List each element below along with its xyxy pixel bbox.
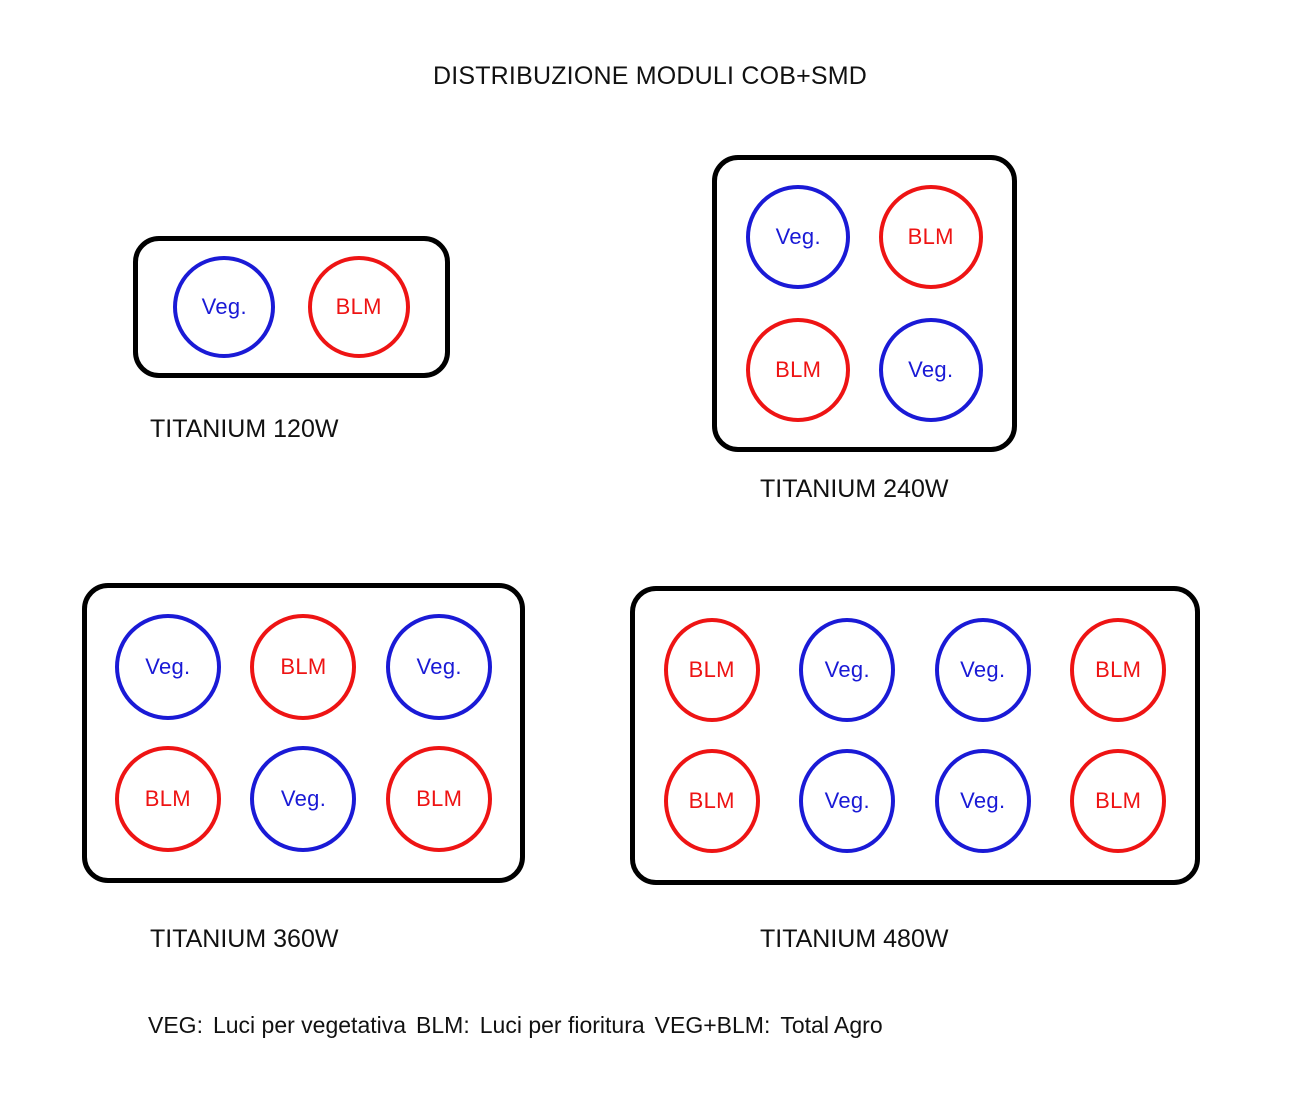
module-blm[interactable]: BLM <box>878 185 983 290</box>
module-blm[interactable]: BLM <box>250 614 357 720</box>
module-blm[interactable]: BLM <box>386 746 493 852</box>
module-grid-480w: BLM Veg. Veg. BLM BLM Veg. Veg. BLM <box>630 586 1200 885</box>
module-veg[interactable]: Veg. <box>878 317 983 422</box>
module-veg[interactable]: Veg. <box>746 185 851 290</box>
legend-entry-total-value: Total Agro <box>780 1012 883 1038</box>
module-blm[interactable]: BLM <box>663 617 760 722</box>
module-veg[interactable]: Veg. <box>934 617 1031 722</box>
module-veg[interactable]: Veg. <box>934 749 1031 854</box>
module-veg[interactable]: Veg. <box>799 749 896 854</box>
module-blm[interactable]: BLM <box>1070 617 1167 722</box>
panel-titanium-480w: BLM Veg. Veg. BLM BLM Veg. Veg. BLM <box>630 586 1200 885</box>
panel-caption-480w: TITANIUM 480W <box>760 925 949 953</box>
module-blm[interactable]: BLM <box>663 749 760 854</box>
legend-entry-total: VEG+BLM: <box>654 1012 771 1038</box>
module-grid-360w: Veg. BLM Veg. BLM Veg. BLM <box>82 583 525 883</box>
legend: VEG: Luci per vegetativa BLM: Luci per fior… <box>148 1012 893 1039</box>
module-veg[interactable]: Veg. <box>114 614 221 720</box>
panel-titanium-360w: Veg. BLM Veg. BLM Veg. BLM <box>82 583 525 883</box>
module-blm[interactable]: BLM <box>307 256 410 358</box>
panel-titanium-240w: Veg. BLM BLM Veg. <box>712 155 1017 452</box>
legend-entry-veg-value: Luci per vegetativa <box>212 1012 407 1038</box>
page-title: DISTRIBUZIONE MODULI COB+SMD <box>432 62 868 90</box>
panel-titanium-120w: Veg. BLM <box>133 236 450 378</box>
panel-caption-120w: TITANIUM 120W <box>150 415 339 443</box>
legend-entry-veg: VEG: <box>148 1012 203 1038</box>
legend-entry-blm-value: Luci per fioritura <box>479 1012 645 1038</box>
module-grid-240w: Veg. BLM BLM Veg. <box>712 155 1017 452</box>
legend-entry-blm: BLM: <box>416 1012 470 1038</box>
module-blm[interactable]: BLM <box>114 746 221 852</box>
panel-caption-360w: TITANIUM 360W <box>150 925 339 953</box>
module-blm[interactable]: BLM <box>1070 749 1167 854</box>
module-veg[interactable]: Veg. <box>173 256 276 358</box>
module-veg[interactable]: Veg. <box>799 617 896 722</box>
module-veg[interactable]: Veg. <box>386 614 493 720</box>
panel-caption-240w: TITANIUM 240W <box>760 475 949 503</box>
module-blm[interactable]: BLM <box>746 317 851 422</box>
module-veg[interactable]: Veg. <box>250 746 357 852</box>
module-grid-120w: Veg. BLM <box>133 236 450 378</box>
